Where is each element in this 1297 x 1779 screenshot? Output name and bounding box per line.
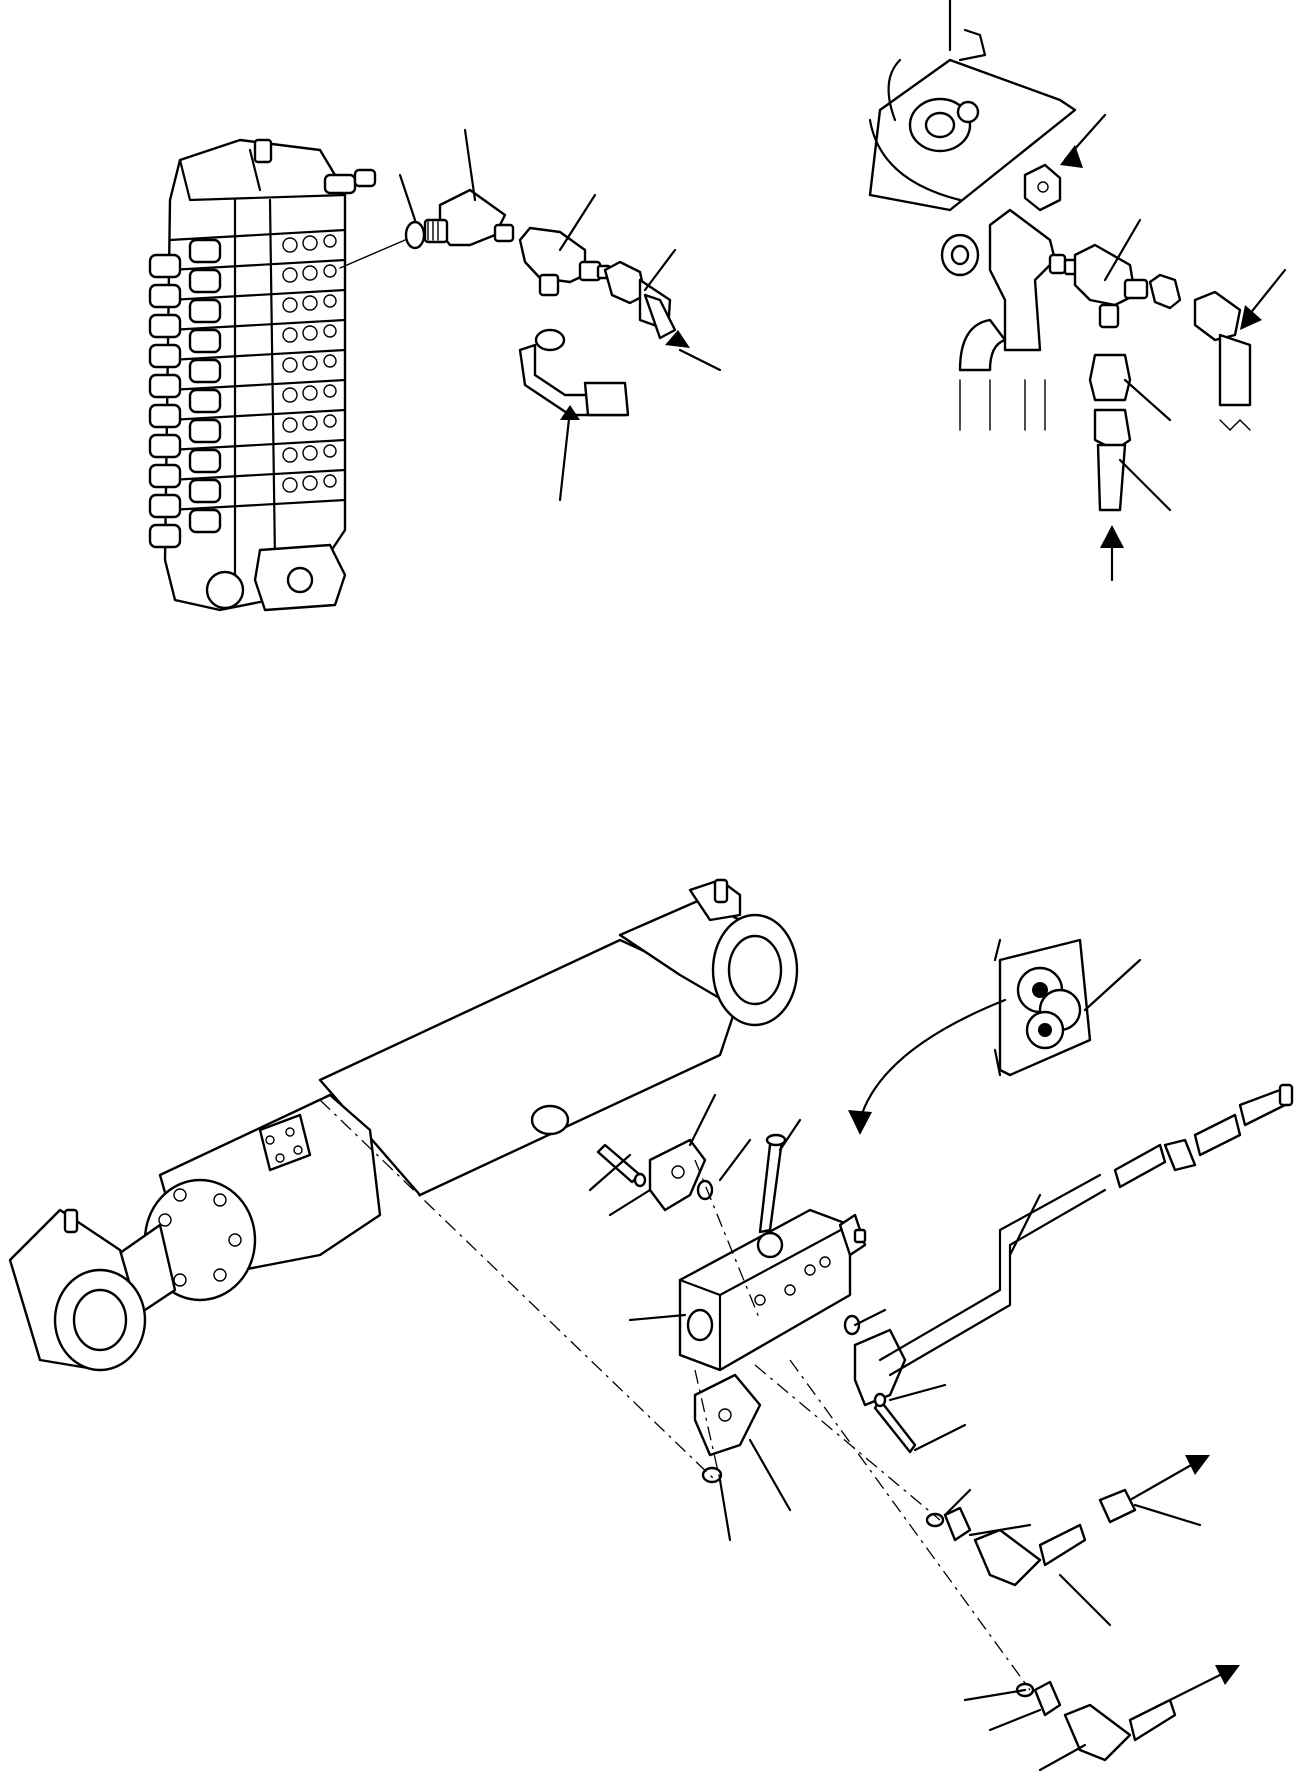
cylinder-tube xyxy=(8,878,799,1372)
control-valve-body xyxy=(148,138,377,612)
existing-piping xyxy=(940,208,1067,431)
leader-lines xyxy=(398,128,722,502)
tee-fitting xyxy=(518,226,612,297)
square-nut xyxy=(1023,163,1062,212)
lower-hose-fittings xyxy=(925,1488,1177,1762)
vertical-hose xyxy=(1088,353,1132,512)
hose-fitting xyxy=(603,260,677,340)
control-valve-view xyxy=(148,128,722,612)
boom-cylinder-view xyxy=(8,878,1294,1772)
leader-lines-bottom xyxy=(588,958,1232,1772)
new-tee-fitting xyxy=(1063,243,1149,329)
o-ring xyxy=(404,220,426,250)
safety-valve-block xyxy=(678,1208,867,1372)
pipe-line xyxy=(878,1083,1294,1377)
leader-lines-right xyxy=(1063,113,1287,582)
elbow-fitting xyxy=(423,188,515,247)
arrow-heads xyxy=(560,330,690,420)
centre-lines xyxy=(319,1099,1031,1691)
swing-motor-view xyxy=(868,0,1287,582)
instruction-bag xyxy=(848,938,1092,1135)
lower-elbow-hose xyxy=(518,328,630,417)
swivel-fittings xyxy=(1148,273,1252,431)
